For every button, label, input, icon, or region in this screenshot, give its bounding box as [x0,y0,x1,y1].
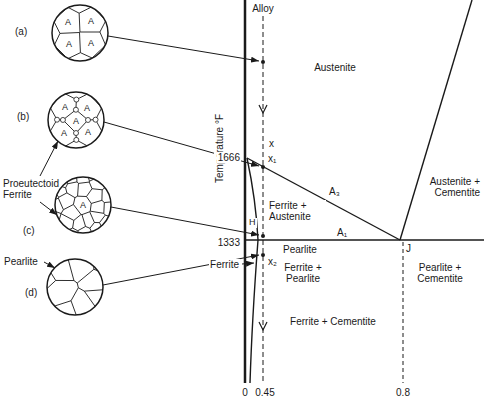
alloy-line [263,16,264,383]
phase-letter: A [60,129,68,138]
ferrite-grain [74,97,79,102]
cooling-arrow [259,105,267,113]
leader-line [108,36,259,61]
eutectoid-line [403,242,404,383]
phase-letter: A [64,18,72,27]
ferrite-grain [74,131,79,136]
ferrite-grain [73,107,78,112]
circle-outline [47,259,103,315]
cooling-arrow [259,322,267,330]
composition-value: 0 [241,387,249,398]
ferrite-grain [85,117,90,122]
circle-ground [55,177,111,233]
phase-letter: A [72,117,80,126]
phase-label: Ferrite [209,259,240,270]
state-point [261,165,265,169]
leader-line [44,262,55,268]
grain-structure [47,259,103,315]
circle-outline [48,92,104,148]
phase-letter: A [65,40,73,49]
ferrite-grain [60,117,65,122]
phase-label: Ferrite + Cementite [289,316,377,327]
composition-value: 0.8 [395,387,411,398]
leader-line [40,141,58,176]
axis-label: Alloy [251,3,275,14]
circle-ground [48,92,104,148]
phase-letter: A [84,128,92,137]
ferrite-grain [55,117,60,122]
microstructure-circle: (d) [47,259,103,315]
figure-letter: (b) [16,112,30,122]
phase-letter: A [87,39,95,48]
a1-line [245,239,484,240]
phase-letter: A [61,103,69,112]
ferrite-grain [93,117,98,122]
a3-line [247,158,400,240]
point-label: x₁ [267,153,277,164]
grain-boundary [46,0,114,67]
figure-letter: (c) [22,226,36,236]
leader-line [104,122,259,166]
grain-boundary [42,86,110,154]
axis-label: Temperature °F [215,112,226,183]
ferrite-boundary [247,158,258,240]
leader-line [111,207,259,235]
phase-letter: A [79,201,87,210]
leader-line [103,255,259,285]
line-label: A₃ [328,186,341,197]
ferrite-solvus [250,240,258,383]
phase-label: Austenite [313,62,357,73]
point-label: x [268,138,275,149]
point-label: H [248,218,257,228]
point-label: J [405,243,412,254]
figure-letter: (a) [14,27,28,37]
phase-label: Ferrite + Austenite [268,200,326,222]
composition-value: 0.45 [254,387,275,398]
leader-line [242,263,254,264]
temperature-value: 1333 [217,237,241,248]
phase-label: Ferrite + Pearlite [280,262,326,284]
point-label: x₂ [267,256,278,267]
phase-letter: A [83,104,91,113]
temperature-value: 1666 [217,152,241,163]
ferrite-grain [74,137,79,142]
grain-boundary [41,253,109,321]
acm-line [400,0,472,240]
state-point [261,234,265,238]
microstructure-circle: (b)AAAAA [48,92,104,148]
line-label: A₁ [336,227,348,238]
circle-ground [47,259,103,315]
temperature-axis [244,0,247,383]
state-point [261,60,265,64]
phase-label: Austenite + Cementite [427,176,481,198]
microstructure-circle: (a)AAAA [52,5,108,61]
phase-label: Pearlite [282,244,318,255]
phase-letter: A [87,17,95,26]
grain-boundary [49,171,117,239]
microstructure-circle: (c)A [55,177,111,233]
callout-label: Pearlite [3,256,39,267]
circle-outline [55,177,111,233]
figure-letter: (d) [24,288,38,298]
phase-label: Pearlite + Cementite [409,262,471,284]
circle-outline [52,5,108,61]
grain-structure [52,5,108,61]
state-point [261,253,265,257]
